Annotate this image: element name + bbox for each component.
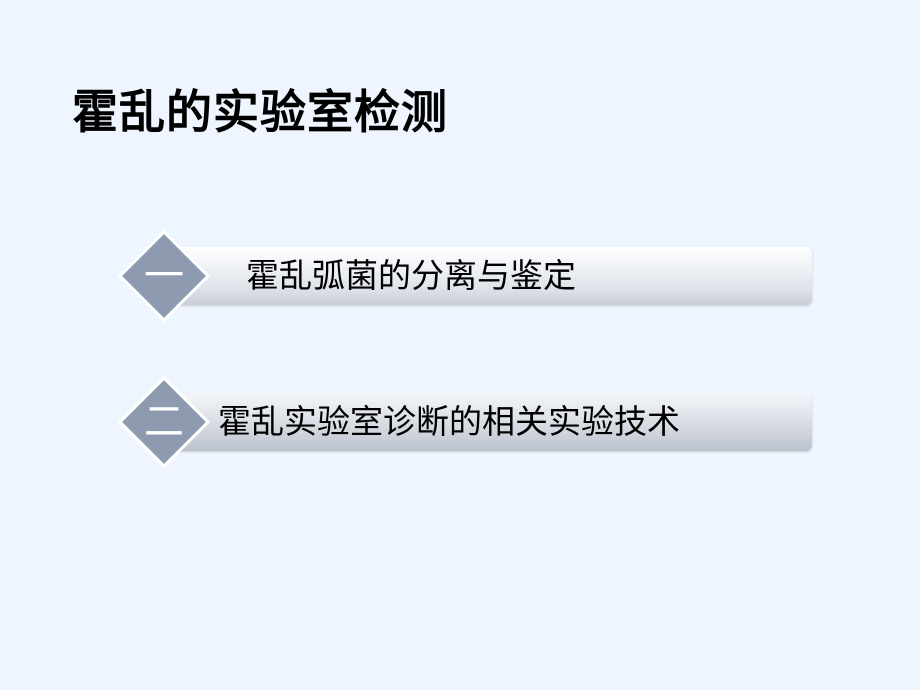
slide-title: 霍乱的实验室检测 bbox=[72, 85, 448, 139]
toc-item-1: 霍乱弧菌的分离与鉴定 一 bbox=[118, 230, 812, 322]
diamond-icon: 二 bbox=[118, 376, 210, 468]
toc-label: 霍乱实验室诊断的相关实验技术 bbox=[218, 402, 680, 441]
toc-bar bbox=[174, 247, 812, 305]
toc-number: 一 bbox=[144, 253, 184, 299]
diamond-icon: 一 bbox=[118, 230, 210, 322]
toc-number: 二 bbox=[144, 399, 184, 445]
toc-label: 霍乱弧菌的分离与鉴定 bbox=[246, 256, 576, 295]
toc-item-2: 霍乱实验室诊断的相关实验技术 二 bbox=[118, 376, 812, 468]
toc-bar bbox=[174, 393, 812, 451]
